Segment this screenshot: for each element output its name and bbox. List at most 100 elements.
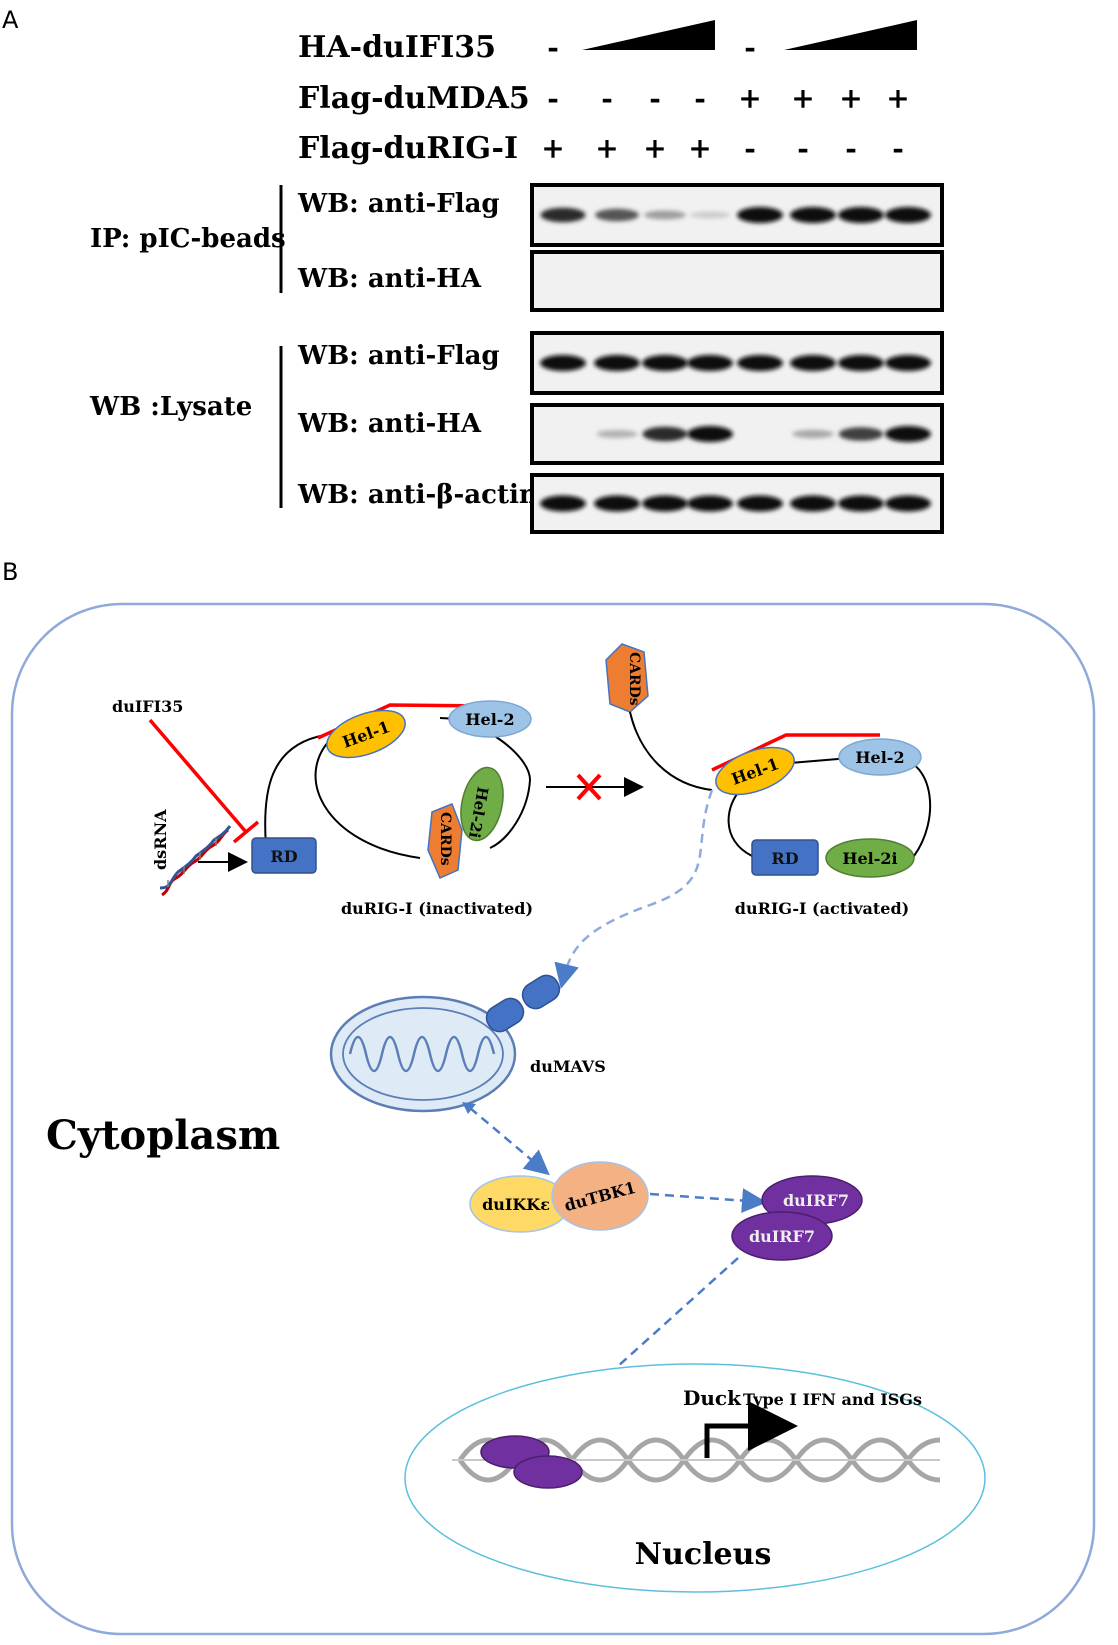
- lane-mark: +: [738, 82, 761, 115]
- lane-mark: -: [845, 132, 857, 165]
- inactive-linker: [264, 734, 326, 847]
- blot-box: [530, 250, 944, 312]
- lane-mark: -: [547, 82, 559, 115]
- blot-band: [644, 210, 686, 220]
- lane-mark: -: [694, 82, 706, 115]
- cards-domain-inactive: [427, 803, 463, 879]
- mavs-segment-2: [521, 974, 561, 1010]
- signal-path-mavs-to-tbk1: [469, 1107, 550, 1176]
- signal-path-tbk1-to-irf7: [649, 1188, 767, 1214]
- lane-mark: -: [892, 132, 904, 165]
- transcription-arrow: [704, 1401, 798, 1458]
- hel2i-domain-inactive: [460, 766, 504, 842]
- blot-band: [540, 207, 586, 223]
- ifn-label: Type I IFN and ISGs: [743, 1390, 922, 1409]
- hel2i-label-active: Hel-2i: [842, 849, 897, 868]
- nucleus-outline: [404, 1363, 986, 1593]
- inactive-caption: duRIG-I (inactivated): [341, 899, 533, 918]
- rd-label-inactive: RD: [270, 847, 297, 866]
- hel2-domain-active: [838, 738, 922, 776]
- lane-mark: +: [688, 132, 711, 165]
- blot-band: [595, 208, 639, 222]
- blot-band: [642, 355, 688, 371]
- group-label-ip: IP: pIC-beads: [90, 224, 286, 254]
- block-x-icon: [576, 773, 602, 801]
- lane-mark: +: [541, 132, 564, 165]
- cards-label-inactive: CARDs: [437, 812, 453, 866]
- signal-path-rig-to-mavs: [554, 789, 714, 989]
- blot-band: [540, 355, 586, 371]
- blot-band: [790, 495, 836, 512]
- blot-band: [687, 355, 733, 371]
- irf7-label-2: duIRF7: [749, 1227, 815, 1246]
- hel2i-domain-active: [825, 838, 915, 878]
- cards-label-active: CARDs: [626, 652, 642, 706]
- blot-label: WB: anti-HA: [297, 264, 482, 294]
- blot-label: WB: anti-HA: [297, 409, 482, 439]
- nucleus-label: Nucleus: [635, 1537, 772, 1572]
- blot-band: [687, 426, 733, 442]
- blot-band: [737, 355, 783, 371]
- blot-band: [596, 430, 638, 438]
- rd-label-active: RD: [771, 849, 798, 868]
- rd-domain-active: [751, 839, 819, 876]
- blot-band: [790, 207, 836, 223]
- row-label: Flag-duRIG-I: [298, 131, 518, 166]
- blot-band: [838, 355, 884, 371]
- irf7-label-1: duIRF7: [783, 1191, 849, 1210]
- ha-gradient-wedge-2: [784, 20, 917, 50]
- cell-outline: [10, 602, 1096, 1636]
- blot-band: [885, 207, 931, 223]
- lane-mark: -: [797, 132, 809, 165]
- row-label: Flag-duMDA5: [298, 81, 530, 116]
- blot-band: [885, 355, 931, 371]
- panel-a-label: A: [2, 6, 19, 34]
- inhibition-bar: [232, 820, 260, 844]
- lane-mark: +: [643, 132, 666, 165]
- cytoplasm-label: Cytoplasm: [46, 1112, 280, 1159]
- lane-mark: -: [601, 82, 613, 115]
- mavs-segment-1: [485, 997, 525, 1033]
- mavs-start-arrowhead: [462, 1102, 476, 1114]
- active-caption: duRIG-I (activated): [735, 899, 909, 918]
- inhibitor-label: duIFI35: [112, 697, 183, 716]
- lane-mark: +: [839, 82, 862, 115]
- hel1-domain-inactive: [326, 709, 406, 759]
- hel2-domain-inactive: [448, 700, 532, 738]
- lane-marks: ------++++++++----: [541, 31, 909, 165]
- blot-band: [540, 495, 586, 512]
- blot-band: [838, 427, 884, 441]
- hel2-label-active: Hel-2: [855, 748, 904, 767]
- ikk-label: duIKKε: [482, 1195, 550, 1214]
- hel2-label-inactive: Hel-2: [465, 710, 514, 729]
- active-linker: [629, 711, 713, 791]
- lane-mark: +: [791, 82, 814, 115]
- blot-band: [838, 207, 884, 223]
- hel1-domain-active: [715, 746, 795, 796]
- lane-mark: +: [886, 82, 909, 115]
- blot-band: [594, 355, 640, 371]
- row-label: HA-duIFI35: [298, 30, 496, 65]
- lane-mark: +: [595, 132, 618, 165]
- rd-domain-inactive: [251, 837, 317, 874]
- panel-b-label: B: [2, 558, 18, 586]
- dsrna-label: dsRNA: [151, 809, 170, 870]
- dsrna-helix-icon: [159, 825, 232, 897]
- lane-mark: -: [744, 132, 756, 165]
- blot-band: [792, 429, 834, 439]
- blot-band: [885, 495, 931, 512]
- blot-band: [594, 495, 640, 512]
- blot-band: [838, 495, 884, 512]
- blot-band: [642, 495, 688, 512]
- blot-label: WB: anti-Flag: [297, 341, 500, 371]
- signal-path-irf7-to-nucleus: [552, 1257, 739, 1426]
- lane-mark: -: [649, 82, 661, 115]
- lane-mark: -: [547, 31, 559, 64]
- irf7-node-2: [731, 1211, 833, 1261]
- tbk-node: [551, 1161, 649, 1231]
- blot-label: WB: anti-β-actin: [297, 480, 538, 510]
